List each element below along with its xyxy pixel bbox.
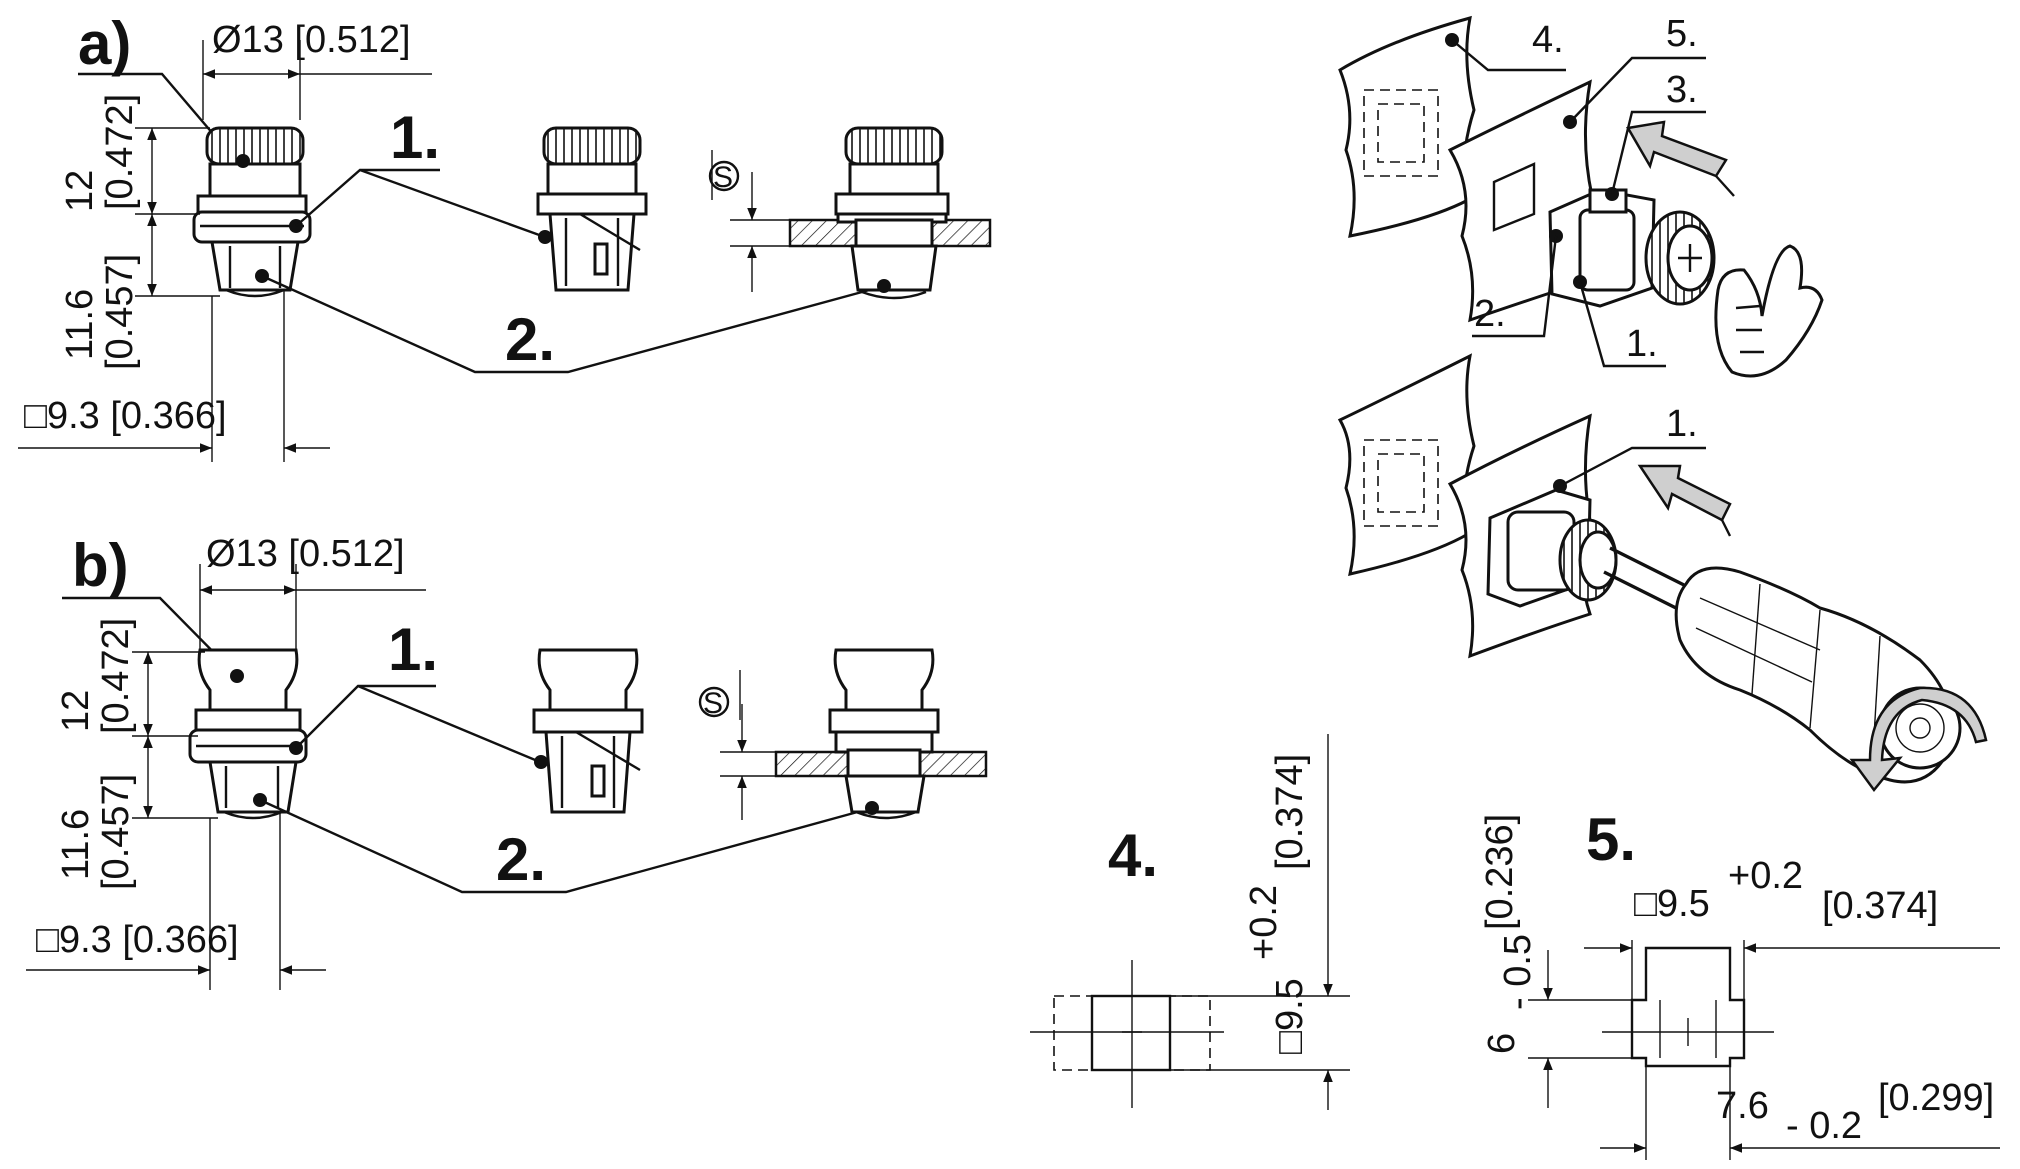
cutout-4-label: 4. xyxy=(1108,822,1158,889)
figure-b-height-bottom-in: [0.457] xyxy=(95,774,137,890)
cutout-5-size: □9.5 xyxy=(1634,883,1710,925)
figure-a-callout-1: 1. xyxy=(390,104,440,171)
assembly-removal-callout: 1. xyxy=(1666,403,1698,445)
figure-b-thickness-symbol: S xyxy=(703,687,723,720)
figure-b: b) Ø13 [0.512] 12 [0.472] 11.6 [0.457] □… xyxy=(26,532,988,990)
cutout-4-drawing: 4. □9.5 +0.2 [0.374] xyxy=(1030,734,1350,1110)
cutout-5-label: 5. xyxy=(1586,806,1636,873)
figure-b-height-top: 12 xyxy=(55,690,97,732)
figure-a-diameter: Ø13 [0.512] xyxy=(212,19,411,61)
assembly-callout-3: 3. xyxy=(1666,69,1698,111)
cutout-5-width-tol: - 0.2 xyxy=(1786,1105,1862,1147)
cutout-4-size-in: [0.374] xyxy=(1269,754,1311,870)
figure-b-height-top-in: [0.472] xyxy=(95,618,137,734)
figure-a-height-top-in: [0.472] xyxy=(99,94,141,210)
figure-b-diameter: Ø13 [0.512] xyxy=(206,533,405,575)
figure-a-thickness-symbol: S xyxy=(713,161,733,194)
cutout-5-depth-tol: - 0.5 xyxy=(1497,934,1539,1010)
figure-b-square: □9.3 [0.366] xyxy=(36,919,239,961)
cutout-5-drawing: 5. □9.5 +0.2 [0.374] 6 - 0.5 [0.236] 7.6… xyxy=(1479,806,2000,1160)
figure-a: a) Ø13 [0.512] 12 [0.472] 11.6 [0.457] xyxy=(18,10,992,462)
figure-a-height-top: 12 xyxy=(59,170,101,212)
figure-a-label: a) xyxy=(78,10,131,77)
assembly-callout-4: 4. xyxy=(1532,19,1564,61)
cutout-5-size-in: [0.374] xyxy=(1822,885,1938,927)
assembly-callout-1: 1. xyxy=(1626,323,1658,365)
figure-b-height-bottom: 11.6 xyxy=(55,809,97,880)
figure-a-callout-2: 2. xyxy=(505,306,555,373)
assembly-illustration: 4. 5. 3. 2. 1. xyxy=(1337,13,1988,793)
cutout-5-width: 7.6 xyxy=(1716,1085,1769,1127)
cutout-4-tolerance: +0.2 xyxy=(1243,885,1285,960)
cutout-5-depth-in: [0.236] xyxy=(1479,814,1521,930)
cutout-5-tolerance: +0.2 xyxy=(1728,855,1803,897)
figure-a-square: □9.3 [0.366] xyxy=(24,395,227,437)
assembly-callout-5: 5. xyxy=(1666,13,1698,55)
figure-b-callout-2: 2. xyxy=(496,826,546,893)
figure-b-callout-1: 1. xyxy=(388,616,438,683)
figure-b-label: b) xyxy=(72,532,129,599)
figure-a-height-bottom-in: [0.457] xyxy=(99,254,141,370)
figure-a-height-bottom: 11.6 xyxy=(59,289,101,360)
cutout-4-size: □9.5 xyxy=(1269,978,1311,1054)
assembly-callout-2: 2. xyxy=(1474,293,1506,335)
cutout-5-depth: 6 xyxy=(1481,1033,1523,1054)
cutout-5-width-in: [0.299] xyxy=(1878,1077,1994,1119)
